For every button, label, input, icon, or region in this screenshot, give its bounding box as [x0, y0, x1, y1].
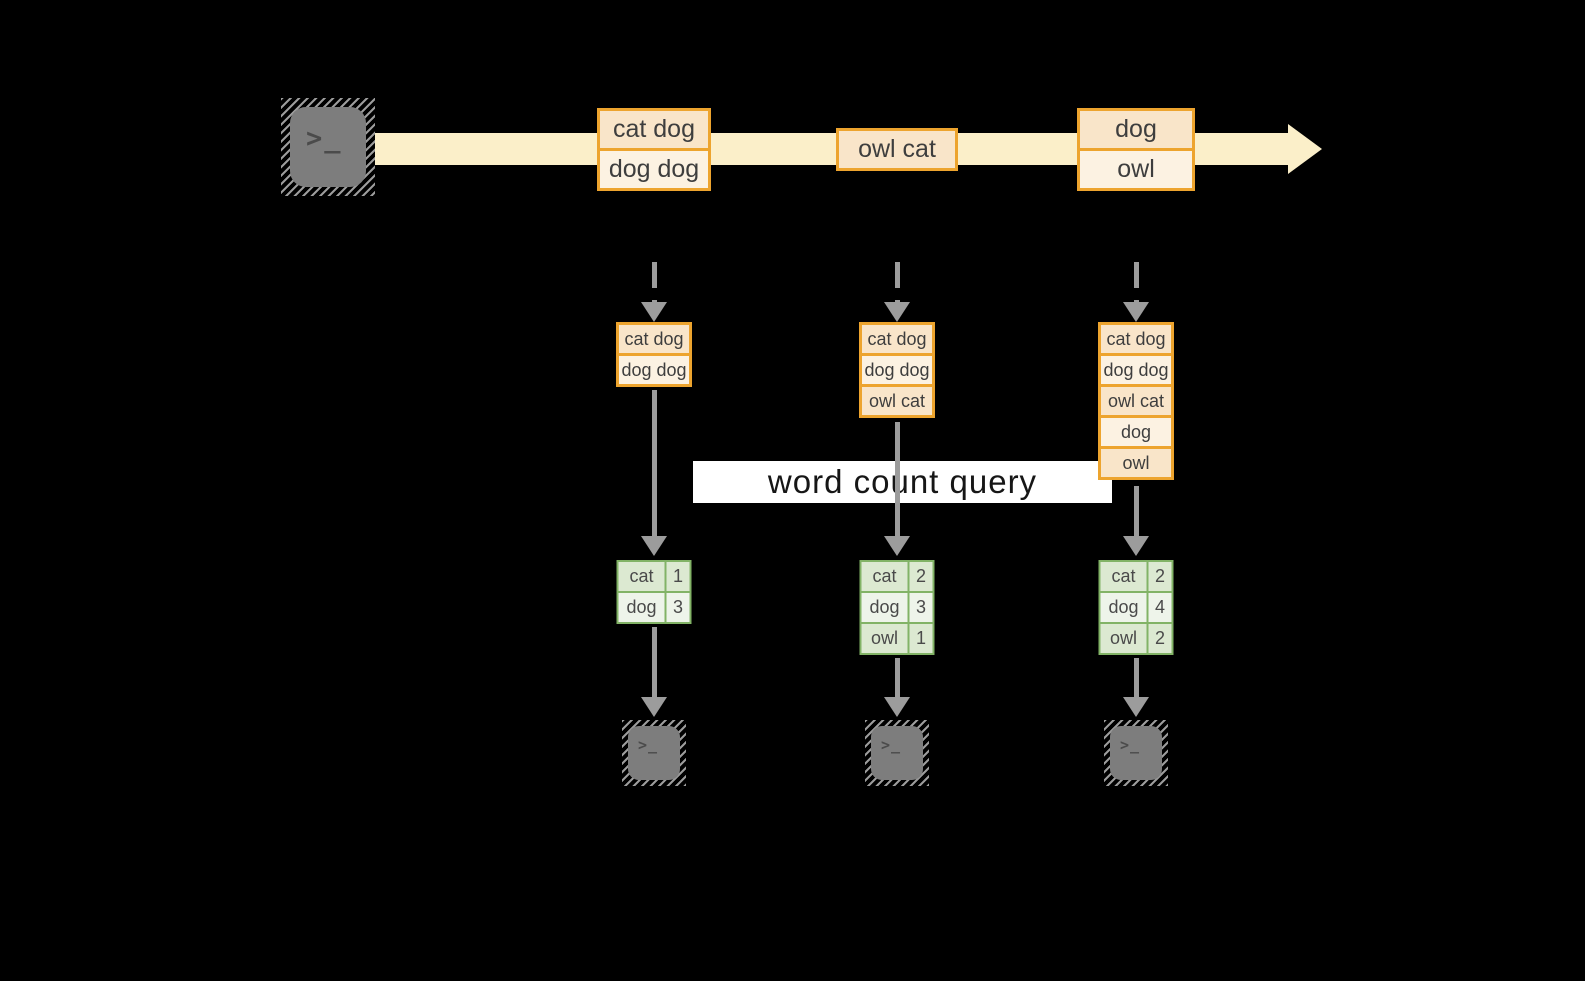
- record-box: dog dog: [600, 151, 708, 188]
- count-cell: 3: [666, 593, 690, 622]
- table-row: cat 2: [861, 562, 933, 591]
- wordcount-table-1: cat 1 dog 3: [616, 560, 692, 624]
- table-row: cat 1: [618, 562, 690, 591]
- wordcount-table-2: cat 2 dog 3 owl 1: [859, 560, 935, 655]
- table-row: dog 4: [1100, 593, 1172, 622]
- terminal-output-icon: >_: [622, 720, 686, 786]
- record-box: dog: [1101, 418, 1171, 446]
- record-box: cat dog: [862, 325, 932, 353]
- table-row: owl 1: [861, 624, 933, 653]
- terminal-output-icon: >_: [865, 720, 929, 786]
- terminal-body: >_: [1110, 726, 1162, 780]
- count-cell: 3: [909, 593, 933, 622]
- record-box: dog: [1080, 111, 1192, 148]
- record-box: cat dog: [619, 325, 689, 353]
- count-cell: 2: [1148, 562, 1172, 591]
- terminal-prompt-glyph: >_: [306, 123, 343, 154]
- record-box: cat dog: [600, 111, 708, 148]
- record-box: owl: [1101, 449, 1171, 477]
- query-banner: word count query: [693, 461, 1112, 503]
- record-box: cat dog: [1101, 325, 1171, 353]
- terminal-body: >_: [871, 726, 923, 780]
- word-cell: cat: [618, 562, 665, 591]
- stream-batch-1: cat dog dog dog: [597, 108, 711, 191]
- down-arrow-icon: [884, 422, 910, 556]
- terminal-prompt-glyph: >_: [881, 736, 902, 754]
- count-cell: 2: [909, 562, 933, 591]
- down-arrow-icon: [641, 390, 667, 556]
- count-cell: 1: [666, 562, 690, 591]
- dashed-arrow-icon: [884, 262, 910, 322]
- terminal-output-icon: >_: [1104, 720, 1168, 786]
- word-cell: dog: [861, 593, 908, 622]
- stream-batch-3: dog owl: [1077, 108, 1195, 191]
- terminal-prompt-glyph: >_: [1120, 736, 1141, 754]
- table-row: owl 2: [1100, 624, 1172, 653]
- word-cell: dog: [618, 593, 665, 622]
- table-row: cat 2: [1100, 562, 1172, 591]
- record-box: owl cat: [1101, 387, 1171, 415]
- record-box: owl: [1080, 151, 1192, 188]
- dashed-arrow-icon: [641, 262, 667, 322]
- word-cell: dog: [1100, 593, 1147, 622]
- word-cell: cat: [1100, 562, 1147, 591]
- terminal-body: >_: [628, 726, 680, 780]
- record-box: dog dog: [1101, 356, 1171, 384]
- dashed-arrow-icon: [1123, 262, 1149, 322]
- record-buffer-1: cat dog dog dog: [616, 322, 692, 387]
- record-buffer-2: cat dog dog dog owl cat: [859, 322, 935, 418]
- down-arrow-icon: [884, 658, 910, 717]
- down-arrow-icon: [641, 627, 667, 717]
- wordcount-table-3: cat 2 dog 4 owl 2: [1098, 560, 1174, 655]
- record-box: dog dog: [619, 356, 689, 384]
- word-cell: owl: [861, 624, 908, 653]
- down-arrow-icon: [1123, 658, 1149, 717]
- stream-batch-2: owl cat: [836, 128, 958, 171]
- word-cell: cat: [861, 562, 908, 591]
- word-cell: owl: [1100, 624, 1147, 653]
- table-row: dog 3: [861, 593, 933, 622]
- down-arrow-icon: [1123, 486, 1149, 556]
- stream-arrow-head-icon: [1288, 124, 1322, 174]
- record-box: owl cat: [839, 131, 955, 168]
- terminal-prompt-glyph: >_: [638, 736, 659, 754]
- record-buffer-3: cat dog dog dog owl cat dog owl: [1098, 322, 1174, 480]
- count-cell: 4: [1148, 593, 1172, 622]
- record-box: dog dog: [862, 356, 932, 384]
- record-box: owl cat: [862, 387, 932, 415]
- query-banner-label: word count query: [767, 463, 1038, 500]
- terminal-source-icon: >_: [281, 98, 375, 196]
- count-cell: 2: [1148, 624, 1172, 653]
- table-row: dog 3: [618, 593, 690, 622]
- count-cell: 1: [909, 624, 933, 653]
- terminal-body: >_: [290, 107, 366, 187]
